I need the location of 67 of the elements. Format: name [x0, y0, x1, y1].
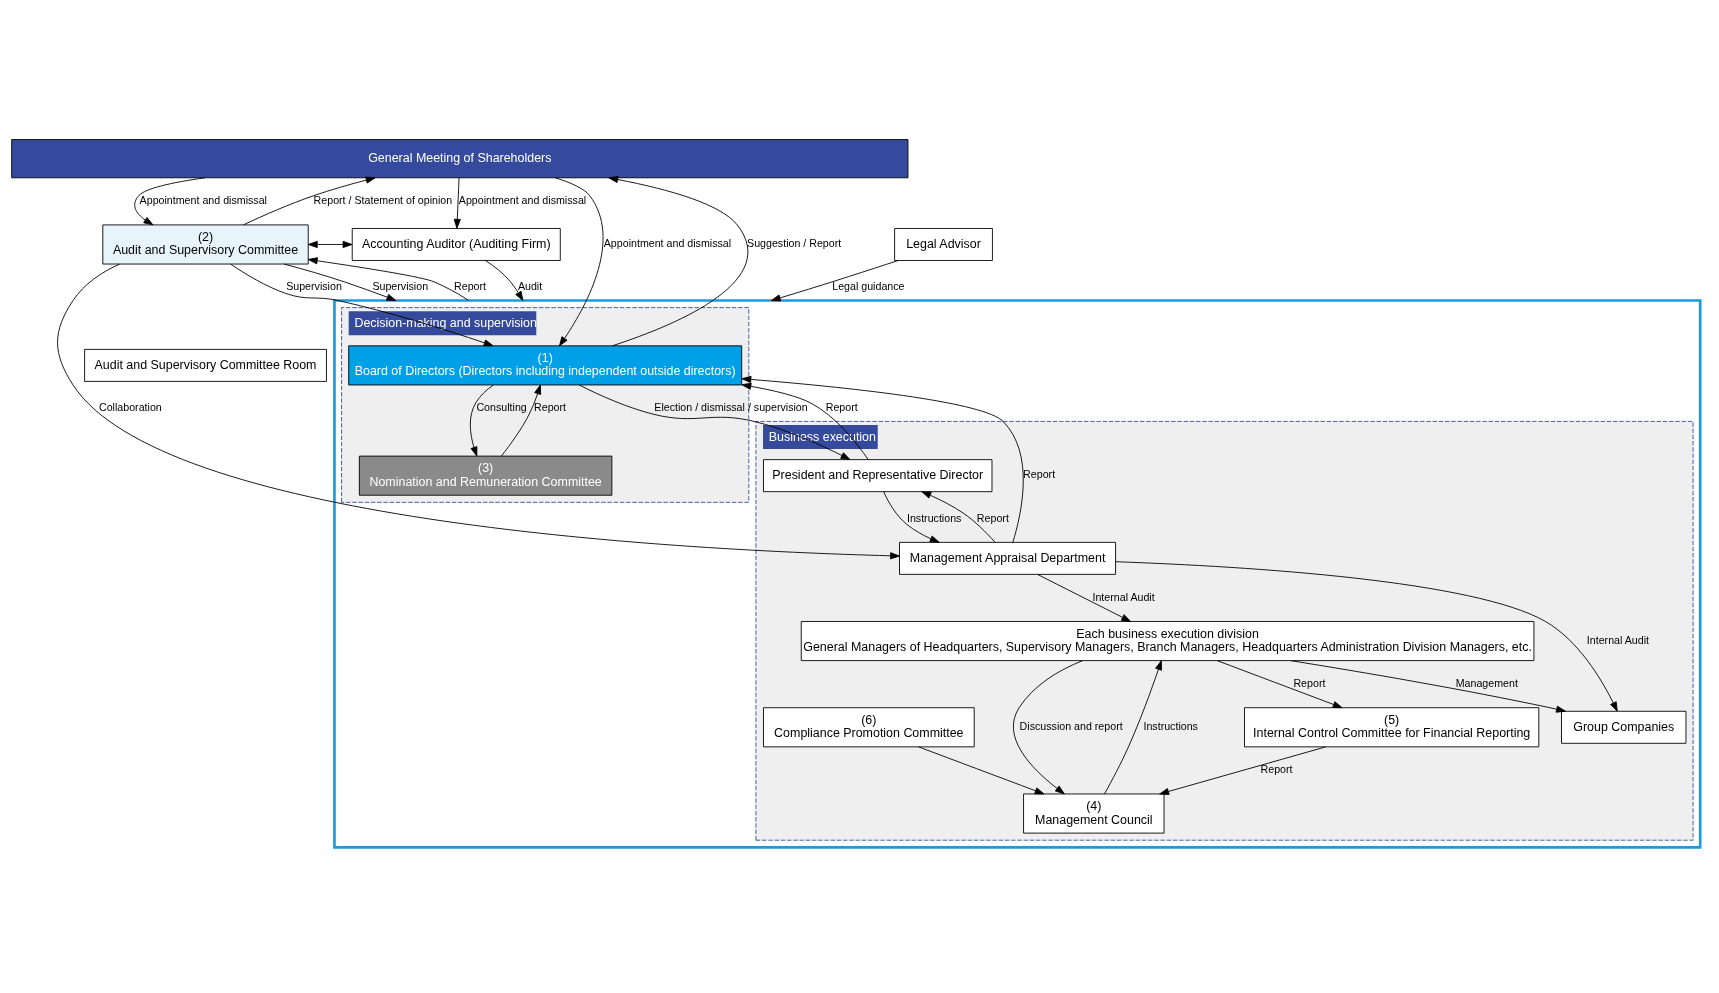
arrow — [1159, 746, 1326, 795]
node-box: (3) Nomination and Remuneration Committee — [358, 455, 613, 496]
cluster — [333, 298, 1702, 849]
edge-label: Report — [1293, 676, 1326, 689]
arrow — [1037, 573, 1132, 622]
edge-label: Report — [976, 511, 1009, 524]
arrow — [134, 176, 206, 225]
arrow — [283, 263, 397, 301]
arrow — [770, 259, 899, 301]
node-box: (5) Internal Control Committee for Financial Reporting — [1244, 706, 1540, 747]
arrow — [1115, 560, 1618, 712]
edge-label: Collaboration — [98, 400, 162, 413]
arrow — [1216, 659, 1343, 708]
arrow — [554, 176, 604, 346]
arrow — [741, 375, 1024, 543]
edge-label: Appointment and dismissal — [458, 193, 587, 206]
edge-label: Instructions — [906, 511, 962, 524]
edge-label: Legal guidance — [832, 279, 905, 292]
arrow — [469, 384, 494, 456]
arrow — [243, 176, 376, 225]
edge-label: Report — [534, 400, 567, 413]
arrow — [230, 263, 494, 346]
arrow — [307, 256, 470, 301]
edge-label: Report — [1260, 762, 1293, 775]
node-box: Group Companies — [1561, 710, 1687, 744]
arrow — [578, 384, 851, 460]
edge-label: Discussion and report — [1019, 719, 1123, 732]
edge-label: Suggestion / Report — [747, 236, 842, 249]
arrow — [883, 490, 940, 543]
edge-label: Report — [825, 400, 858, 413]
arrow — [1013, 659, 1084, 794]
node-box: General Meeting of Shareholders — [11, 138, 909, 178]
edge-label: Appointment and dismissal — [139, 193, 267, 206]
edge-label: Management — [1455, 676, 1518, 689]
edge-label: Consulting — [476, 400, 527, 413]
arrow — [741, 382, 869, 460]
edge-label: Election / dismissal / supervision — [654, 400, 808, 413]
node-box: Audit and Supervisory Committee Room — [84, 348, 327, 382]
edge-label: Report — [454, 279, 487, 292]
edge-label: Report — [1023, 467, 1056, 480]
arrow — [307, 240, 353, 248]
edge-label: Internal Audit — [1092, 590, 1155, 603]
node-box: Each business execution division General Managers of Headquarters, Supervisory Managers, Branch Managers, Headquarters Administration Division Managers, etc. — [800, 620, 1535, 661]
edge-label: Appointment and dismissal — [603, 236, 732, 249]
arrow — [1104, 659, 1162, 794]
edge-label: Internal Audit — [1586, 633, 1650, 646]
node-box: (6) Compliance Promotion Committee — [763, 706, 975, 747]
arrow — [453, 176, 461, 229]
arrow — [608, 175, 749, 346]
edge-label: Instructions — [1143, 719, 1198, 732]
node-box: Management Appraisal Department — [899, 541, 1117, 575]
node-box: (1) Board of Directors (Directors including independent outside directors) — [348, 344, 743, 385]
node-box: President and Representative Director — [763, 458, 993, 492]
edge-label: Supervision — [372, 279, 429, 292]
arrow — [485, 259, 524, 301]
node-box: Legal Advisor — [894, 227, 993, 261]
edge-label: Supervision — [286, 279, 342, 292]
node-box: Accounting Auditor (Auditing Firm) — [351, 227, 561, 261]
arrow — [921, 490, 996, 542]
arrow — [501, 384, 542, 456]
arrow — [1290, 659, 1566, 713]
node-box: (2) Audit and Supervisory Committee — [102, 223, 309, 264]
arrow — [57, 263, 900, 559]
node-box: (4) Management Council — [1023, 793, 1165, 834]
arrow — [918, 746, 1045, 794]
edge-label: Audit — [517, 279, 543, 292]
edge-label: Report / Statement of opinion — [313, 193, 453, 206]
